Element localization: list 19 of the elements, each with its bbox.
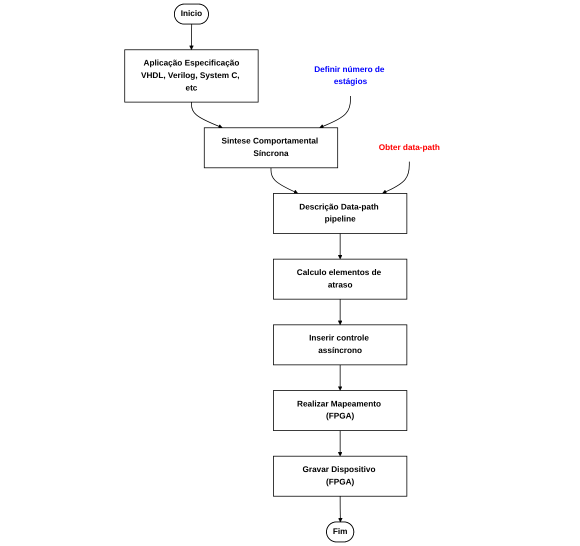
arrow <box>319 96 351 128</box>
arrow <box>270 167 298 194</box>
node-box: Aplicação Especificação VHDL, Verilog, System C, etc <box>124 49 259 102</box>
arrow <box>382 161 410 194</box>
node-text: Obter data-path <box>378 143 440 152</box>
node-box: Sintese Comportamental Síncrona <box>204 127 338 168</box>
arrow <box>338 496 343 522</box>
arrow <box>189 24 194 50</box>
node-box: Calculo elementos de atraso <box>273 258 408 300</box>
node-box: Gravar Dispositivo (FPGA) <box>273 456 408 497</box>
node-box: Realizar Mapeamento (FPGA) <box>273 390 408 431</box>
node-box: Inserir controle assíncrono <box>273 324 408 366</box>
arrow <box>338 430 342 456</box>
arrow <box>338 233 342 260</box>
node-box: Descrição Data-path pipeline <box>273 193 408 234</box>
node-text: Definir número de estágios <box>314 65 384 86</box>
arrow <box>338 364 342 391</box>
arrow <box>191 102 223 128</box>
arrow <box>338 298 342 326</box>
